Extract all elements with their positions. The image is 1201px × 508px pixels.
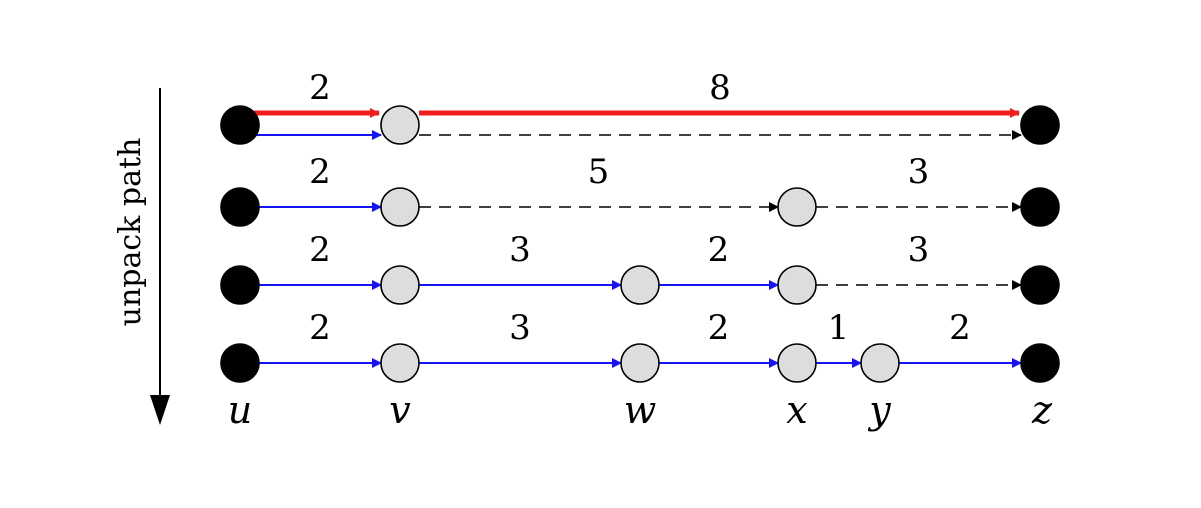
node-v-row1	[380, 105, 420, 145]
edge-weight-x-y-row4: 1	[828, 308, 850, 348]
node-x-row3	[777, 265, 817, 305]
edge-weight-w-x-row4: 2	[708, 308, 730, 348]
node-label-z: z	[1031, 388, 1053, 432]
node-u-row4	[220, 343, 260, 383]
node-z-row4	[1020, 343, 1060, 383]
node-x-row4	[777, 343, 817, 383]
node-z-row3	[1020, 265, 1060, 305]
node-u-row3	[220, 265, 260, 305]
node-v-row2	[380, 187, 420, 227]
node-label-v: v	[389, 388, 411, 432]
edge-weight-v-w-row3: 3	[509, 230, 531, 270]
nodes-layer	[220, 105, 1060, 383]
node-y-row4	[860, 343, 900, 383]
edge-weight-v-z-row1: 8	[709, 68, 731, 108]
edge-weight-x-z-row3: 3	[908, 230, 930, 270]
edge-weight-x-z-row2: 3	[908, 152, 930, 192]
edge-weight-v-x-row2: 5	[588, 152, 610, 192]
node-z-row1	[1020, 105, 1060, 145]
node-w-row4	[620, 343, 660, 383]
node-u-row2	[220, 187, 260, 227]
edge-weight-u-v-row2: 2	[309, 152, 331, 192]
edges-layer	[254, 108, 1022, 368]
node-labels: u v w x y z	[228, 388, 1053, 432]
edge-weight-u-v-row1: 2	[309, 68, 331, 108]
node-v-row3	[380, 265, 420, 305]
unpack-path-axis: unpack path	[113, 88, 170, 425]
node-v-row4	[380, 343, 420, 383]
edge-weight-w-x-row3: 2	[708, 230, 730, 270]
axis-label: unpack path	[113, 138, 148, 327]
edge-weight-y-z-row4: 2	[949, 308, 971, 348]
node-z-row2	[1020, 187, 1060, 227]
node-u-row1	[220, 105, 260, 145]
node-label-w: w	[624, 388, 657, 432]
node-label-x: x	[786, 388, 807, 432]
node-w-row3	[620, 265, 660, 305]
node-label-y: y	[867, 388, 891, 432]
edge-weight-u-v-row4: 2	[309, 308, 331, 348]
edge-weight-v-w-row4: 3	[509, 308, 531, 348]
node-label-u: u	[228, 388, 252, 432]
node-x-row2	[777, 187, 817, 227]
edge-weight-u-v-row3: 2	[309, 230, 331, 270]
axis-arrowhead	[150, 395, 170, 425]
